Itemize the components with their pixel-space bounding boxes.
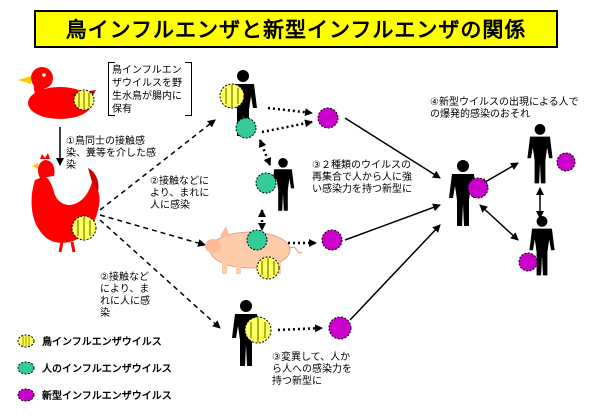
legend-item-new-virus: 新型インフルエンザウイルス: [16, 387, 172, 402]
label-step2-top: ②接触などにより、まれに人に感染: [150, 176, 210, 211]
label-step3: ③２種類のウイルスの再集合で人から人に強い感染力を持つ新型に: [312, 160, 412, 195]
label-step4: ④新型ウイルスの出現による人での爆発的感染のおそれ: [430, 97, 579, 120]
new-virus-icon: [321, 229, 343, 251]
legend-label: 人のインフルエンザウイルス: [42, 364, 172, 375]
bird-virus-icon: [244, 316, 272, 344]
human-virus-icon: [246, 229, 268, 251]
new-virus-icon: [556, 152, 576, 172]
legend-item-human-virus: 人のインフルエンザウイルス: [16, 360, 172, 375]
legend-label: 新型インフルエンザウイルス: [42, 391, 172, 402]
label-step1: ①鳥同士の接触感染、糞等を介した感染: [66, 136, 156, 171]
person-icon: [527, 124, 553, 184]
new-virus-icon: [328, 316, 352, 340]
label-step3-mutation: ③変異して、人から人への感染力を持つ新型に: [272, 352, 352, 387]
page-title: 鳥インフルエンザと新型インフルエンザの関係: [34, 10, 558, 48]
new-virus-icon: [518, 252, 538, 272]
bird-virus-icon: [219, 83, 245, 109]
label-step2-bottom: ②接触などにより、まれに人に感染: [100, 272, 150, 319]
arrows: [56, 106, 544, 333]
new-virus-icon: [17, 388, 35, 401]
bird-virus-icon: [256, 256, 280, 280]
legend-item-bird-virus: 鳥インフルエンザウイルス: [16, 333, 162, 348]
new-virus-icon: [467, 177, 489, 199]
human-virus-icon: [235, 117, 257, 139]
new-virus-icon: [317, 107, 339, 129]
human-virus-icon: [255, 172, 277, 194]
note-box: 鳥インフルエンザウイルスを野生水鳥が腸内に保有: [108, 62, 192, 116]
legend-label: 鳥インフルエンザウイルス: [42, 337, 162, 348]
bird-virus-icon: [71, 215, 97, 241]
human-virus-icon: [17, 361, 35, 374]
bird-virus-icon: [73, 89, 95, 111]
bird-virus-icon: [17, 334, 35, 347]
